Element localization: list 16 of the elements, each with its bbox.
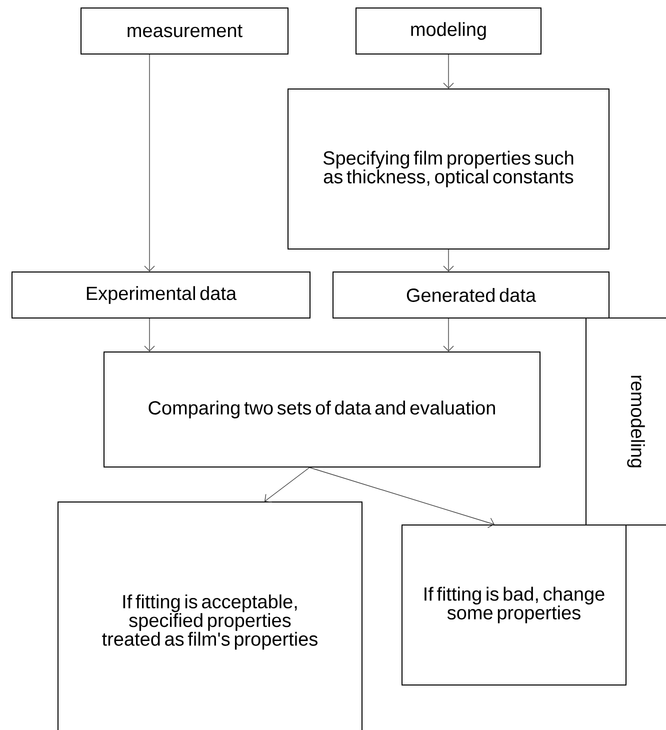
process-box: Generated data bbox=[332, 272, 610, 318]
process-box: measurement bbox=[80, 8, 288, 54]
arrow bbox=[144, 54, 155, 272]
process-box: Experimental data bbox=[12, 272, 310, 318]
arrow bbox=[264, 467, 310, 503]
process-box: Comparing two sets of data and evaluation bbox=[104, 352, 540, 468]
arrow bbox=[309, 467, 494, 528]
arrow bbox=[443, 318, 454, 352]
side-label-box: remodeling bbox=[586, 318, 666, 526]
process-box: If fitting is acceptable, specified properties treated as film's properties bbox=[58, 502, 362, 730]
process-box: modeling bbox=[356, 8, 542, 54]
process-box: If fitting is bad, change some properties bbox=[402, 524, 626, 686]
arrow bbox=[144, 318, 155, 352]
arrow bbox=[443, 54, 454, 88]
process-box: Specifying film properties such as thickness, optical constants bbox=[288, 88, 610, 250]
arrow bbox=[443, 249, 454, 272]
